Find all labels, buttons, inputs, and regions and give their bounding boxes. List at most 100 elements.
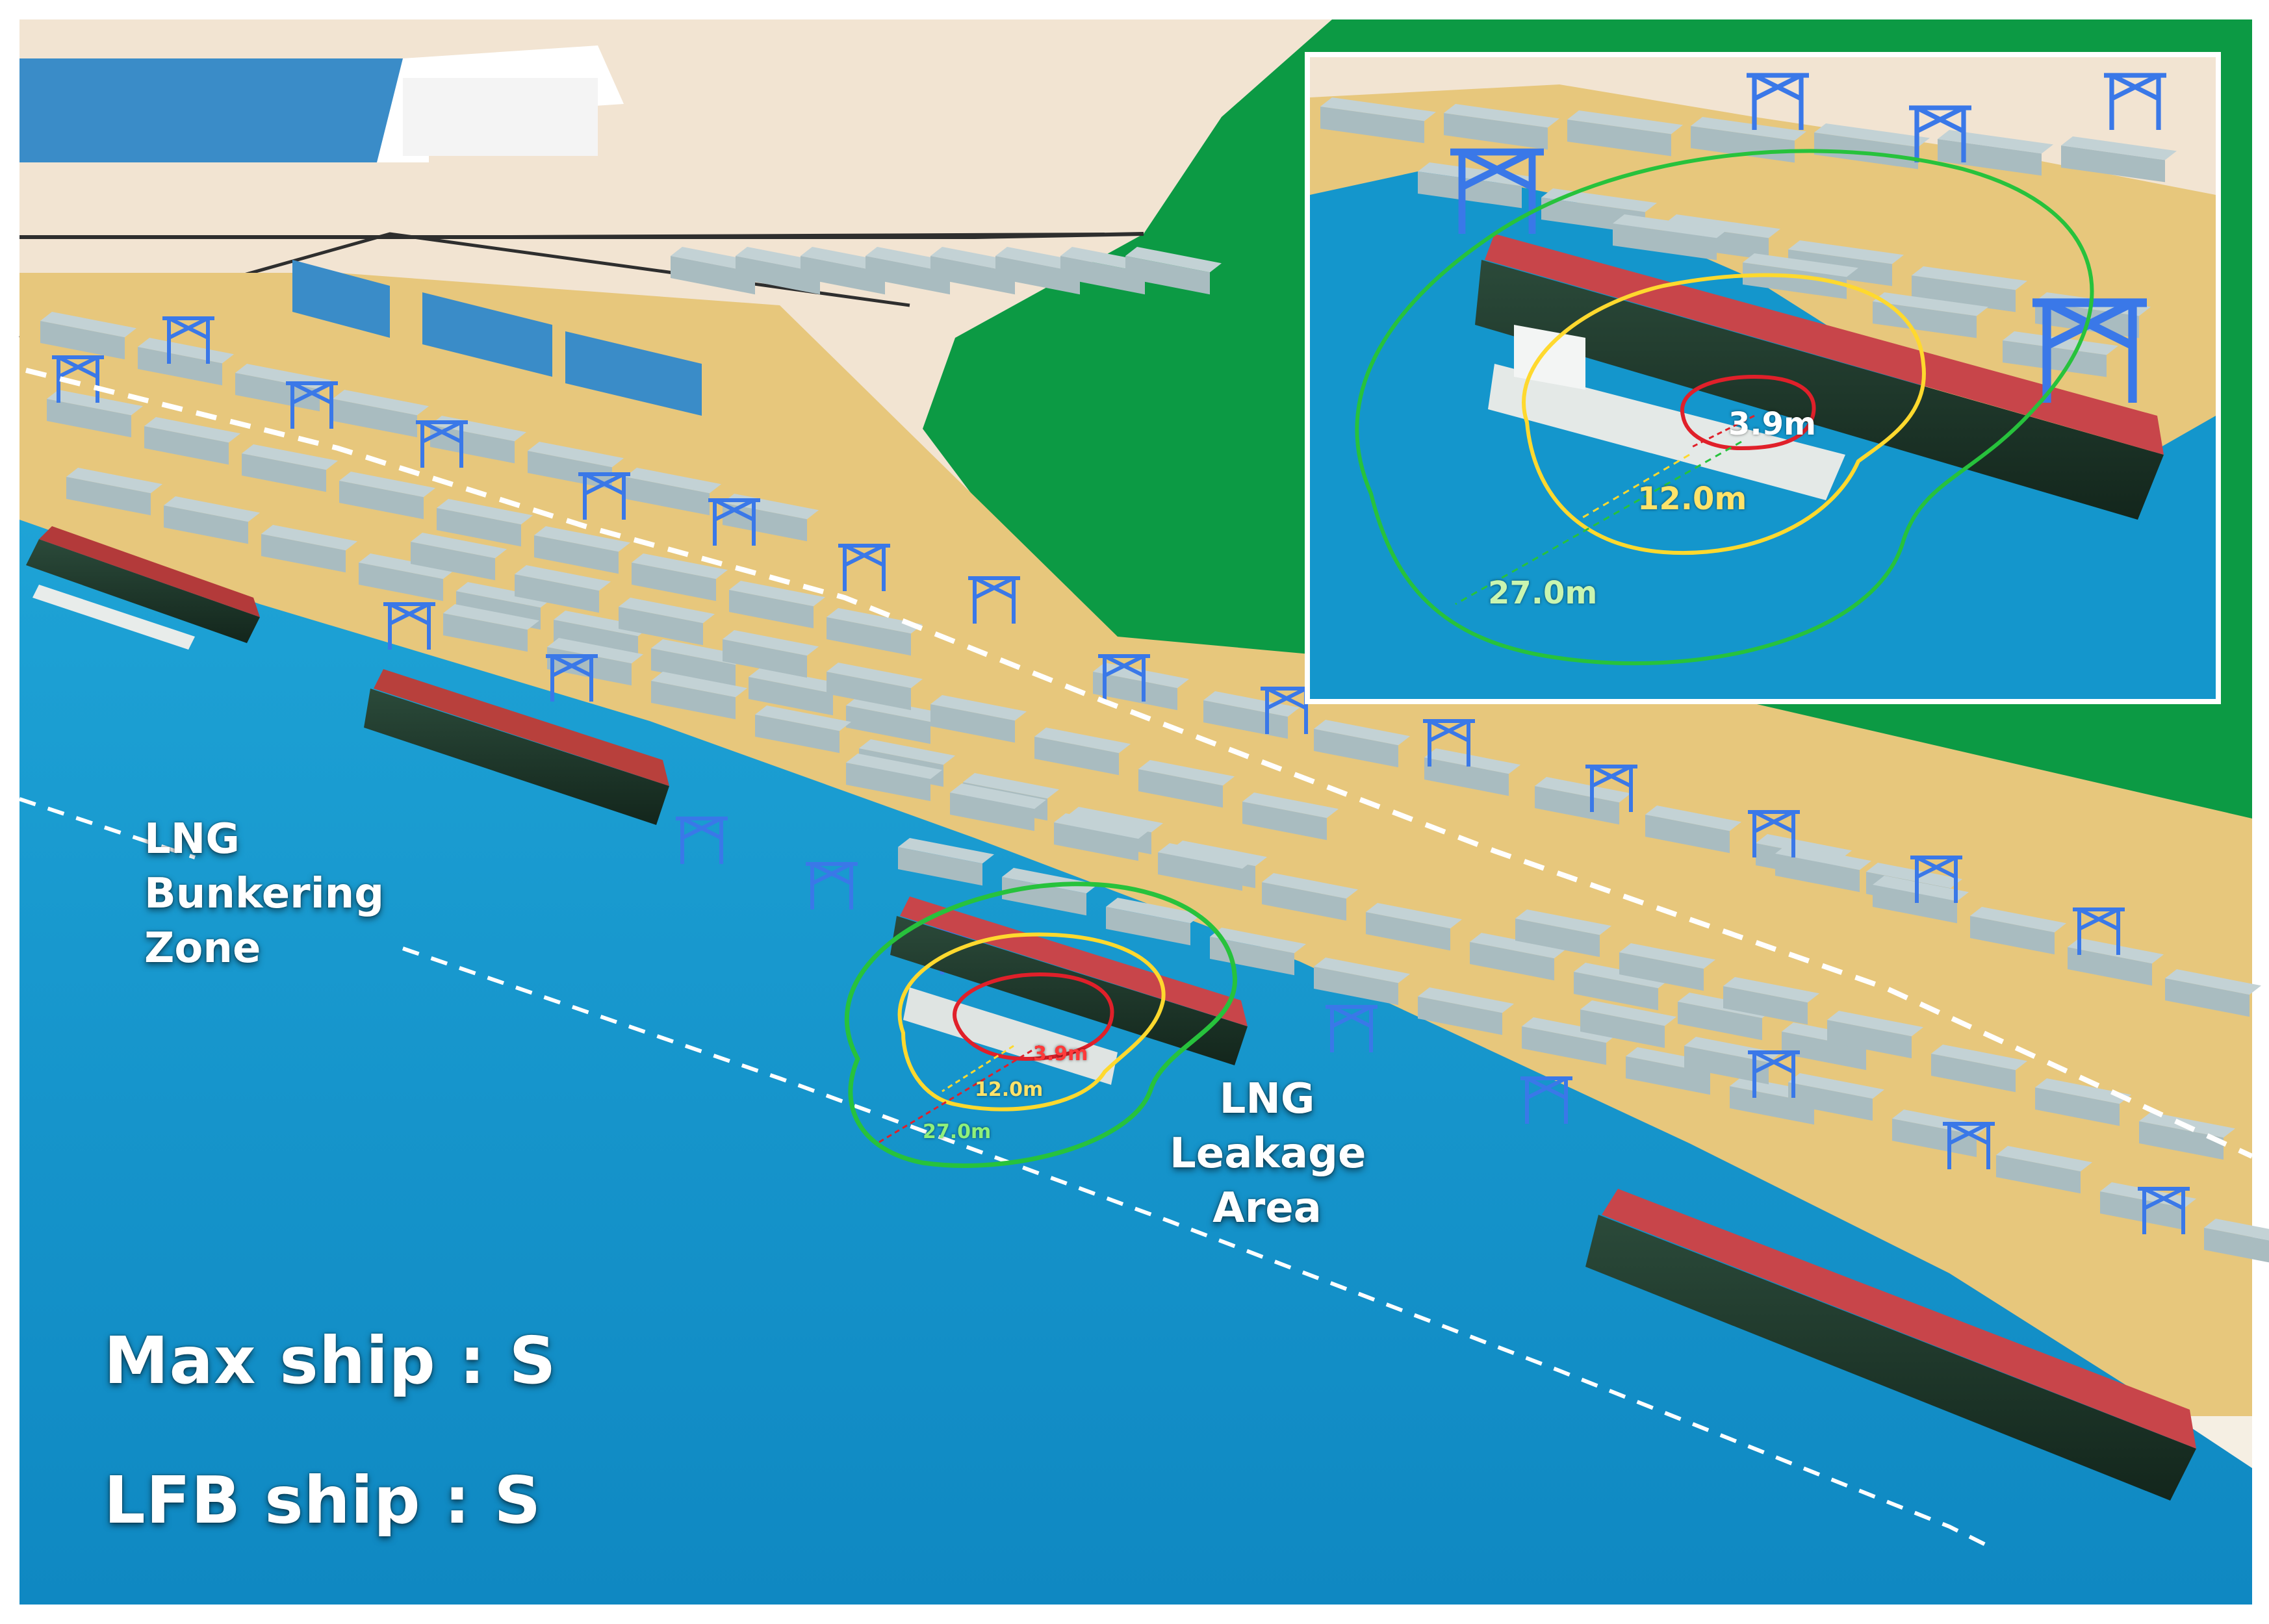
crane-1 xyxy=(52,355,104,403)
crane-8 xyxy=(968,576,1020,624)
container-stack-r9-6 xyxy=(2204,1219,2269,1263)
container-stack-r5-3 xyxy=(1158,843,1254,891)
container-stack-r2-0 xyxy=(66,468,162,516)
container-stack-r7-5 xyxy=(1645,806,1741,854)
bunkering-zone-line-1: LNG xyxy=(144,815,240,863)
container-stack-r10-3 xyxy=(2068,938,2164,986)
container-stack-r10-4 xyxy=(2165,969,2261,1017)
container-stack-r0-5 xyxy=(528,442,624,490)
crane-4 xyxy=(416,420,468,468)
container-stack-r4-3 xyxy=(755,705,851,754)
container-stack-r6-6 xyxy=(1522,1017,1618,1065)
container-stack-r2-1 xyxy=(164,496,260,544)
ship-center xyxy=(890,896,1248,1085)
container-stack-r9-4 xyxy=(1996,1146,2092,1194)
container-stack-r1-1 xyxy=(144,417,240,465)
ship-bottom-right xyxy=(1585,1189,2196,1501)
container-stack-r7-2 xyxy=(1314,720,1410,768)
inset-stack-r2-1 xyxy=(1743,253,1858,299)
container-stack-r3-5 xyxy=(930,695,1027,743)
container-stack-r1-0 xyxy=(47,390,143,438)
crane-3 xyxy=(286,381,338,429)
crane-9 xyxy=(1098,654,1150,702)
gantry-cranes xyxy=(52,316,2190,1234)
inset-zoom-view xyxy=(1305,52,2221,704)
crane-22 xyxy=(546,654,598,702)
container-stack-r0-3 xyxy=(333,390,429,438)
container-stack-r0-6 xyxy=(625,468,721,516)
container-stack-r8-5 xyxy=(2035,1078,2131,1126)
container-stack-r8-2 xyxy=(1723,977,1819,1025)
container-stack-r2-2 xyxy=(261,525,357,573)
crane-10 xyxy=(1261,687,1313,734)
container-stack-r3-0 xyxy=(411,533,507,581)
container-stack-r9-0 xyxy=(1580,1000,1676,1048)
crane-23 xyxy=(676,817,728,864)
inset-stack-r0-4 xyxy=(1814,123,1930,170)
crane-21 xyxy=(383,602,435,650)
container-stack-r8-0 xyxy=(1515,909,1611,958)
crane-19 xyxy=(1943,1122,1995,1169)
container-stack-r6-2 xyxy=(1106,898,1202,946)
container-stack-r5-5 xyxy=(1366,903,1462,951)
crane-25 xyxy=(1520,1076,1572,1124)
container-stack-r3-2 xyxy=(619,598,715,646)
inset-stack-r1-0 xyxy=(1418,162,1533,209)
crane-18 xyxy=(1748,1050,1800,1098)
crane-20 xyxy=(2138,1187,2190,1234)
container-stack-r1-2 xyxy=(242,444,338,492)
container-stack-r5-6 xyxy=(1470,933,1566,981)
container-stack-r2-7 xyxy=(749,668,845,716)
container-stack-r3-1 xyxy=(515,565,611,613)
container-stack-r2-3 xyxy=(359,553,455,602)
leakage-area-label: LNG Leakage Area xyxy=(1170,1072,1366,1236)
container-stack-r4-0 xyxy=(443,604,539,652)
leakage-area-line-1: LNG xyxy=(1219,1075,1315,1123)
crane-11 xyxy=(1423,719,1475,767)
container-stack-r1-8 xyxy=(827,608,923,656)
container-stack-r9-2 xyxy=(1788,1073,1884,1121)
container-stack-r9-3 xyxy=(1892,1110,1988,1158)
crane-16 xyxy=(806,862,858,909)
container-stack-r3-8 xyxy=(1242,793,1339,841)
inset-stack-r0-0 xyxy=(1320,97,1436,144)
distance-red-main: 3.9m xyxy=(1033,1043,1088,1065)
container-stack-r3-7 xyxy=(1138,760,1235,808)
container-stack-r7-3 xyxy=(1424,748,1520,796)
lane-markings xyxy=(25,368,2253,1159)
container-stack-r10-0 xyxy=(1775,844,1871,893)
container-stack-r1-6 xyxy=(632,553,728,602)
container-stack-r5-4 xyxy=(1262,873,1358,921)
inset-stack-r1-4 xyxy=(1912,266,2027,312)
container-stack-r0-0 xyxy=(40,312,136,360)
leakage-area-line-3: Area xyxy=(1212,1184,1322,1232)
crane-12 xyxy=(1585,765,1637,812)
lfb-ship-label: LFB ship : S xyxy=(104,1462,542,1538)
crane-5 xyxy=(578,472,630,520)
inset-stack-r0-2 xyxy=(1567,110,1683,157)
container-stack-r6-0 xyxy=(898,838,994,886)
leakage-ring-red xyxy=(953,972,1114,1061)
container-stack-r7-4 xyxy=(1535,777,1631,825)
max-ship-label: Max ship : S xyxy=(104,1323,557,1399)
ship-far-left xyxy=(26,526,260,650)
lng-bunker-ship xyxy=(1488,364,1845,500)
container-stack-r5-7 xyxy=(1574,963,1670,1011)
leakage-ring-yellow xyxy=(897,932,1166,1111)
inset-stack-r0-6 xyxy=(2061,136,2177,183)
inset-crane-3 xyxy=(1747,73,1809,130)
crane-7 xyxy=(838,544,890,591)
container-stack-r1-5 xyxy=(534,526,630,574)
container-stack-r6-5 xyxy=(1418,987,1514,1035)
crane-2 xyxy=(162,316,214,364)
distance-red-inset: 3.9m xyxy=(1728,406,1817,442)
container-stack-r4-2 xyxy=(651,672,747,720)
container-stack-r3-4 xyxy=(827,663,923,711)
container-stack-r2-8 xyxy=(846,696,942,744)
crane-24 xyxy=(1326,1005,1378,1052)
distance-yellow-inset: 12.0m xyxy=(1637,481,1747,517)
container-stack-r8-1 xyxy=(1619,943,1715,991)
inset-crane-5 xyxy=(2104,73,2166,130)
channel-lines xyxy=(19,797,1990,1548)
